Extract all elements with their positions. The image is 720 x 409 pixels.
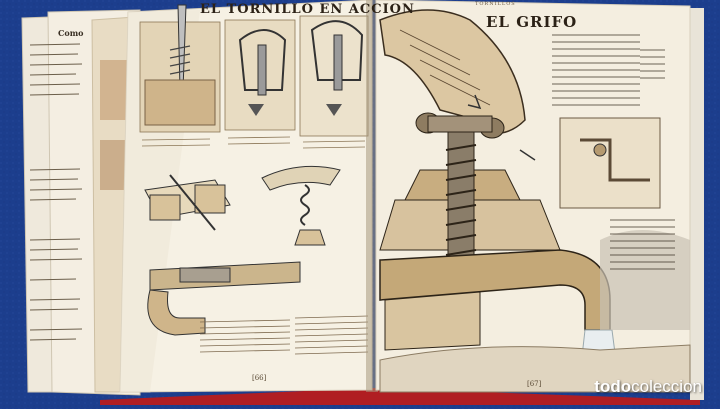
right-text-column [552,34,675,270]
underlying-page-heading: Como [58,28,84,38]
book-cover-edge [100,388,700,405]
right-page-number: [67] [527,380,542,388]
left-page-number: [66] [252,374,267,382]
watermark-rest: coleccion [631,377,702,396]
watermark-brand: todo [594,377,632,396]
right-page-title: EL GRIFO [486,13,578,31]
watermark: todocoleccion [594,377,702,397]
right-page-running-head: TORNILLOS [475,1,516,7]
left-page-illustrations [139,4,369,355]
left-page-title: EL TORNILLO EN ACCION [200,2,415,17]
